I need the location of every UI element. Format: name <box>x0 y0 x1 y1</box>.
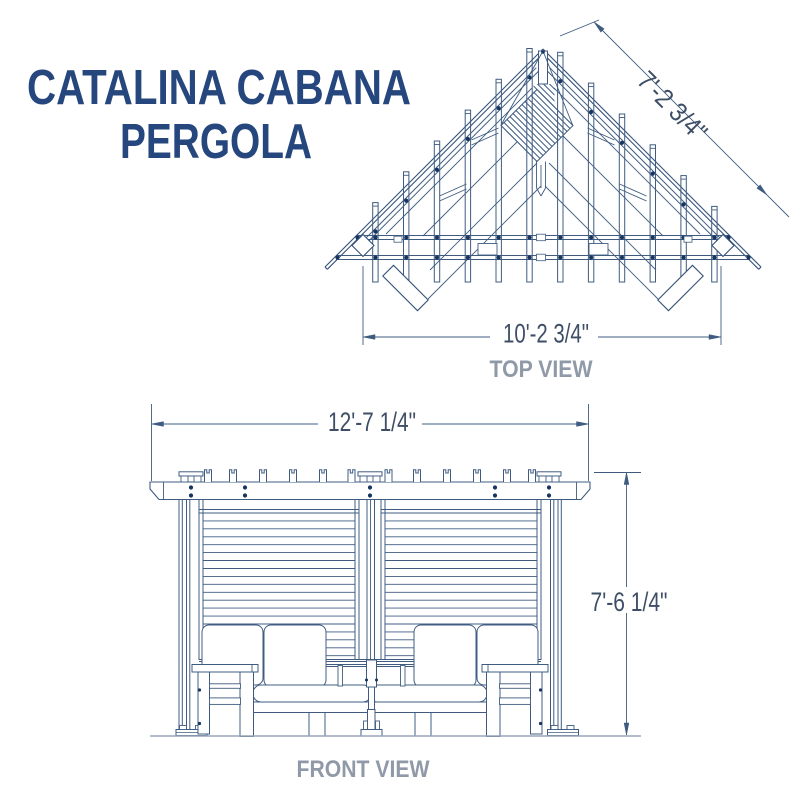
svg-text:TOP VIEW: TOP VIEW <box>490 356 594 383</box>
svg-text:12'-7 1/4": 12'-7 1/4" <box>328 407 416 437</box>
svg-text:FRONT VIEW: FRONT VIEW <box>297 756 431 783</box>
svg-text:10'-2 3/4": 10'-2 3/4" <box>503 319 589 349</box>
svg-text:PERGOLA: PERGOLA <box>120 115 312 169</box>
svg-text:7'-6 1/4": 7'-6 1/4" <box>591 587 668 617</box>
svg-text:CATALINA CABANA: CATALINA CABANA <box>27 61 411 115</box>
svg-text:7'-2 3/4": 7'-2 3/4" <box>631 65 713 147</box>
